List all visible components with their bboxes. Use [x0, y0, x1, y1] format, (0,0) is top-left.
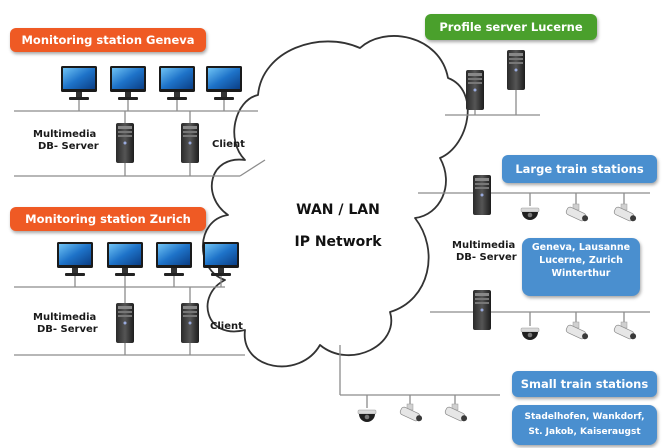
- small-station-list: Stadelhofen, Wankdorf, St. Jakob, Kaiser…: [512, 405, 657, 445]
- large-station-list: Geneva, Lausanne Lucerne, Zurich Wintert…: [522, 238, 640, 296]
- geneva-station-badge: Monitoring station Geneva: [10, 28, 206, 52]
- cloud-icon: [202, 35, 469, 368]
- geneva-db-label-line1: Multimedia: [33, 129, 97, 140]
- monitor-icon: [156, 242, 192, 276]
- monitor-icon: [159, 66, 195, 100]
- dome-camera-icon: [357, 409, 377, 423]
- small-station-list-line1: Stadelhofen, Wankdorf,: [524, 412, 645, 422]
- dome-camera-icon: [520, 327, 540, 341]
- zurich-client-label: Client: [210, 321, 243, 332]
- geneva-db-label-line2: DB- Server: [38, 141, 99, 152]
- bullet-camera-icon: [564, 321, 590, 342]
- monitor-icon: [206, 66, 242, 100]
- large-station-server-icon: [473, 290, 491, 330]
- large-db-label-line2: DB- Server: [456, 252, 517, 263]
- bullet-camera-icon: [612, 321, 638, 342]
- monitor-icon: [107, 242, 143, 276]
- small-stations-badge: Small train stations: [512, 371, 657, 397]
- bullet-camera-icon: [564, 203, 590, 224]
- lucerne-server-icon: [466, 70, 484, 110]
- bullet-camera-icon: [398, 403, 424, 424]
- geneva-client-label: Client: [212, 139, 245, 150]
- lucerne-server-icon: [507, 50, 525, 90]
- zurich-db-label-line2: DB- Server: [37, 324, 98, 335]
- profile-server-badge: Profile server Lucerne: [425, 14, 597, 40]
- large-station-list-line1: Geneva, Lausanne: [531, 242, 631, 253]
- geneva-client-server-icon: [181, 123, 199, 163]
- bullet-camera-icon: [443, 403, 469, 424]
- monitor-icon: [57, 242, 93, 276]
- geneva-monitors: [61, 66, 242, 100]
- zurich-db-label-line1: Multimedia: [33, 312, 97, 323]
- monitor-icon: [61, 66, 97, 100]
- large-station-list-line3: Winterthur: [551, 268, 611, 279]
- large-db-label-line1: Multimedia: [452, 240, 516, 251]
- cloud-subtitle: IP Network: [294, 234, 382, 250]
- large-station-list-line2: Lucerne, Zurich: [539, 255, 623, 266]
- bullet-camera-icon: [612, 203, 638, 224]
- zurich-station-badge: Monitoring station Zurich: [10, 207, 206, 231]
- zurich-db-server-icon: [116, 303, 134, 343]
- geneva-db-server-icon: [116, 123, 134, 163]
- zurich-client-server-icon: [181, 303, 199, 343]
- cloud-title: WAN / LAN: [296, 202, 380, 218]
- monitor-icon: [110, 66, 146, 100]
- large-stations-badge: Large train stations: [502, 155, 657, 183]
- large-station-server-icon: [473, 175, 491, 215]
- dome-camera-icon: [520, 207, 540, 221]
- small-station-list-line2: St. Jakob, Kaiseraugst: [528, 427, 641, 437]
